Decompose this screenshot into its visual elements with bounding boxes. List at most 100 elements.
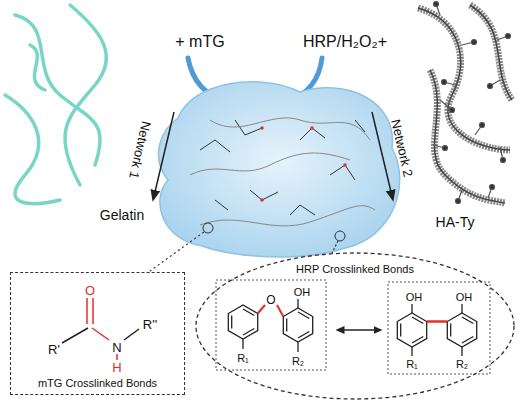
bond	[124, 329, 139, 340]
benzene-ring	[228, 305, 257, 339]
double-bond	[298, 312, 309, 319]
crosslink-dots	[260, 126, 347, 202]
bond	[62, 328, 88, 343]
ellipse-border	[196, 253, 514, 399]
box-heading: HRP Crosslinked Bonds	[296, 263, 414, 275]
ha-chain	[430, 70, 505, 203]
benzene-ring	[283, 308, 312, 342]
crosslink-dot	[260, 126, 264, 130]
network-strand	[250, 190, 278, 200]
crosslink-dot	[343, 163, 347, 167]
gelatin-strand	[5, 95, 60, 204]
bond	[297, 342, 298, 352]
box-heading: mTG Crosslinked Bonds	[38, 377, 157, 389]
double-bond	[462, 337, 473, 344]
polymer-label: Gelatin	[100, 208, 144, 222]
double-bond	[243, 309, 254, 316]
crosslink-dot	[310, 126, 314, 130]
bond	[411, 347, 412, 356]
polymer-label: HA-Ty	[436, 215, 475, 229]
reagent-label: HRP/H₂O₂+	[303, 34, 387, 50]
reagent-label: + mTG	[175, 34, 224, 50]
double-bond	[450, 324, 451, 337]
gelatin-strand	[30, 45, 45, 90]
pendant-head	[472, 40, 477, 45]
atom-label: H	[112, 361, 121, 374]
network-strand	[190, 153, 350, 175]
double-bond	[400, 324, 401, 337]
double-bond	[412, 317, 423, 324]
network-strand	[290, 205, 315, 215]
pendant-head	[488, 84, 493, 89]
zoom-leader	[150, 232, 204, 271]
network-strand	[330, 165, 355, 180]
atom-label: OH	[456, 292, 473, 303]
pendant-head	[456, 199, 461, 204]
double-bond	[412, 337, 423, 344]
biphenyl-structure	[397, 304, 476, 356]
ether-structure	[228, 299, 312, 352]
atom-label: R'	[48, 343, 60, 356]
bond	[297, 299, 298, 308]
benzene-ring	[447, 313, 476, 347]
network-strand	[200, 206, 375, 226]
network-strand	[200, 140, 230, 152]
benzene-ring	[397, 313, 426, 347]
pendant-head	[506, 34, 511, 39]
atom-label: R₁	[406, 359, 418, 370]
double-bond	[231, 316, 232, 329]
atom-label: R₂	[456, 359, 468, 370]
pendant-head	[442, 80, 447, 85]
pendant-head	[501, 158, 506, 163]
pendant-head	[443, 146, 448, 151]
pendant-head	[490, 185, 495, 190]
zoom-circle	[203, 223, 213, 233]
structure-frame	[216, 280, 326, 370]
zoom-leader	[332, 241, 338, 253]
pendant-head	[480, 123, 485, 128]
double-bond	[462, 317, 473, 324]
atom-label: R₁	[237, 353, 249, 364]
network-strands-grey	[190, 118, 375, 226]
network-arrow	[154, 112, 174, 196]
ha-chain-core	[470, 5, 512, 100]
atom-label: OH	[294, 287, 311, 298]
atom-label: R₂	[292, 356, 304, 367]
resonance-arrow	[340, 329, 378, 331]
network-strand	[235, 120, 262, 135]
nh-bond	[116, 354, 118, 360]
double-bond	[243, 329, 254, 336]
network-strand	[300, 128, 325, 140]
ha-chain	[470, 5, 512, 100]
network-strand	[215, 200, 228, 210]
atom-label: O	[85, 284, 95, 297]
ha-chain-core	[418, 8, 510, 150]
amide-bond	[92, 328, 109, 340]
bond	[411, 304, 412, 313]
bond	[461, 304, 462, 313]
pendant-head	[434, 2, 439, 7]
crosslink-dot	[260, 198, 264, 202]
gelatin-strand	[65, 5, 106, 185]
zoom-circle	[335, 231, 345, 241]
biaryl-bond	[427, 320, 448, 323]
bond-box: mTG Crosslinked Bonds	[10, 272, 185, 395]
atom-label: R''	[143, 318, 157, 331]
structure-frame	[388, 282, 490, 374]
bond	[461, 347, 462, 356]
gelatin-strands	[5, 5, 106, 204]
double-bond	[286, 319, 287, 332]
network-label: Network 1	[127, 120, 153, 180]
network-strand	[210, 118, 370, 140]
tyramine-pendants	[433, 2, 511, 204]
carbonyl-bond	[86, 298, 88, 324]
ether-bond	[277, 305, 283, 317]
double-bond	[298, 332, 309, 339]
network-strands	[200, 120, 365, 215]
atom-label: N	[112, 341, 121, 354]
bond-ellipse: HRP Crosslinked Bonds	[195, 252, 515, 400]
ether-bond	[258, 305, 265, 314]
hydrogel-blob	[159, 82, 400, 257]
